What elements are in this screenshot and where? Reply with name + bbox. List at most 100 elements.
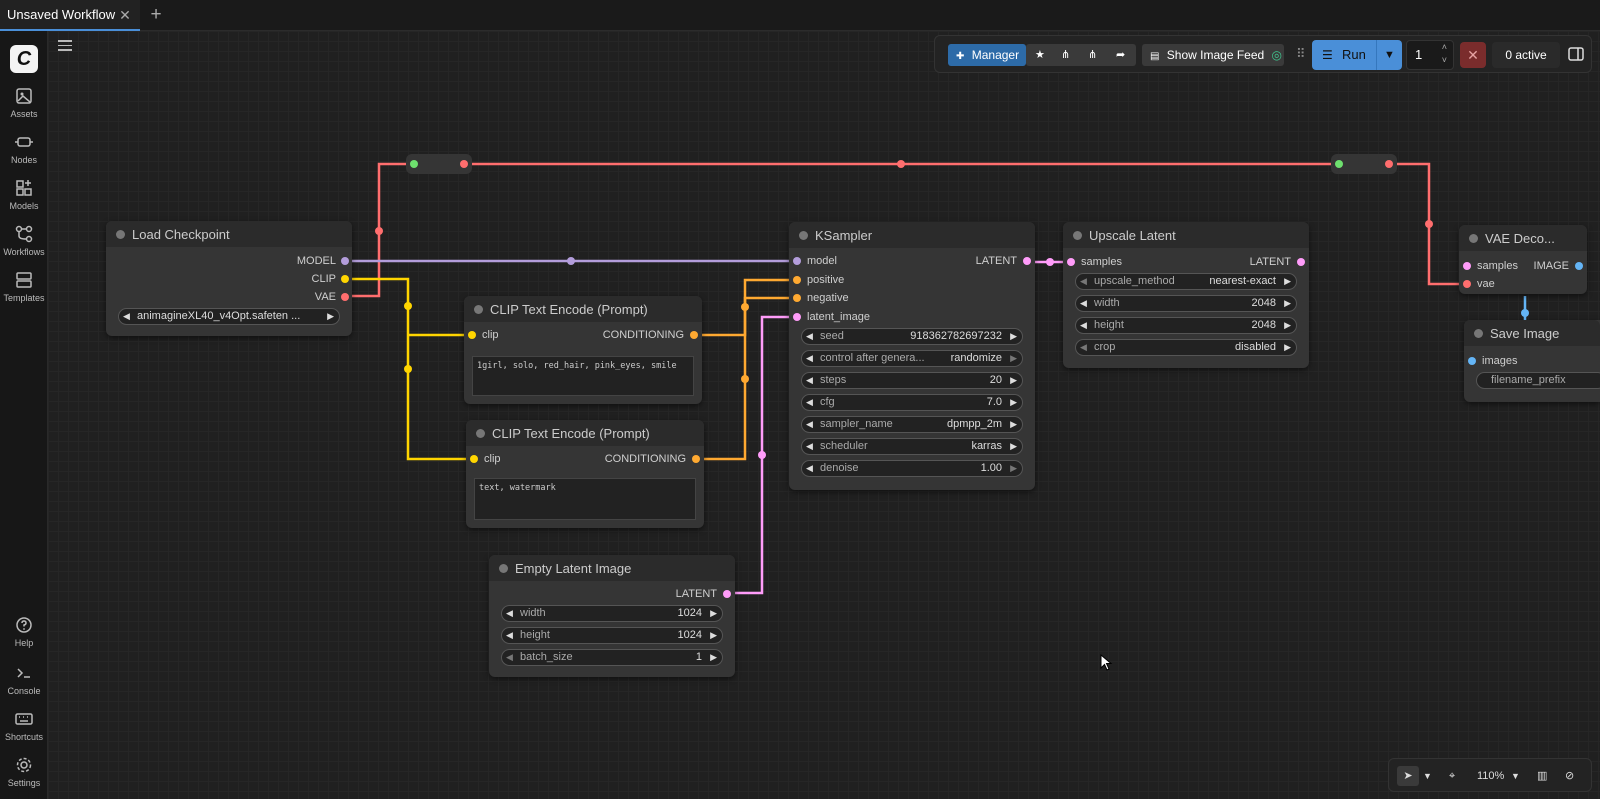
arrow-left-icon[interactable]: ◀ <box>1080 276 1087 286</box>
upscale-method-combo[interactable]: ◀ upscale_method nearest-exact ▶ <box>1075 273 1297 290</box>
sidebar-item-shortcuts[interactable]: Shortcuts <box>0 709 48 753</box>
arrow-left-icon[interactable]: ◀ <box>806 419 813 429</box>
node-title[interactable]: CLIP Text Encode (Prompt) <box>464 296 702 322</box>
denoise-stepper[interactable]: ◀ denoise 1.00 ▶ <box>801 460 1023 477</box>
input-latent-image-dot[interactable] <box>793 313 801 321</box>
prompt-text-positive[interactable]: 1girl, solo, red_hair, pink_eyes, smile <box>472 356 694 396</box>
sidebar-item-nodes[interactable]: Nodes <box>0 132 48 176</box>
arrow-right-icon[interactable]: ▶ <box>1010 441 1017 451</box>
reroute-output-dot[interactable] <box>460 160 468 168</box>
arrow-left-icon[interactable]: ◀ <box>506 630 513 640</box>
arrow-right-icon[interactable]: ▶ <box>710 652 717 662</box>
output-conditioning-dot[interactable] <box>692 455 700 463</box>
node-load-checkpoint[interactable]: Load Checkpoint MODEL CLIP VAE ◀ animagi… <box>106 221 352 336</box>
chevron-down-icon[interactable]: ˅ <box>1441 55 1447 65</box>
output-clip-dot[interactable] <box>341 275 349 283</box>
plus-icon[interactable]: + <box>150 4 162 25</box>
manager-button[interactable]: ✚ Manager <box>948 44 1026 66</box>
arrow-right-icon[interactable]: ▶ <box>710 608 717 618</box>
batch-size-stepper[interactable]: ◀ batch_size 1 ▶ <box>501 649 723 666</box>
node-title[interactable]: CLIP Text Encode (Prompt) <box>466 420 704 446</box>
arrow-right-icon[interactable]: ▶ <box>1284 298 1291 308</box>
arrow-right-icon[interactable]: ▶ <box>1010 463 1017 473</box>
arrow-left-icon[interactable]: ◀ <box>123 311 130 321</box>
arrow-right-icon[interactable]: ▶ <box>1010 397 1017 407</box>
comfy-logo[interactable]: C <box>10 45 38 73</box>
node-upscale-latent[interactable]: Upscale Latent samples LATENT ◀ upscale_… <box>1063 222 1309 368</box>
arrow-left-icon[interactable]: ◀ <box>1080 320 1087 330</box>
arrow-right-icon[interactable]: ▶ <box>1284 342 1291 352</box>
sidebar-item-models[interactable]: Models <box>0 178 48 222</box>
node-title[interactable]: Load Checkpoint <box>106 221 352 247</box>
node-ksampler[interactable]: KSampler model LATENT positive negative … <box>789 222 1035 490</box>
panel-toggle-icon[interactable] <box>1566 44 1586 64</box>
output-conditioning-dot[interactable] <box>690 331 698 339</box>
share-icon[interactable]: ➦ <box>1116 49 1126 61</box>
cfg-stepper[interactable]: ◀ cfg 7.0 ▶ <box>801 394 1023 411</box>
node-title[interactable]: Save Image <box>1464 320 1600 346</box>
active-queue-button[interactable]: 0 active <box>1492 42 1560 68</box>
steps-stepper[interactable]: ◀ steps 20 ▶ <box>801 372 1023 389</box>
input-clip-dot[interactable] <box>468 331 476 339</box>
arrow-right-icon[interactable]: ▶ <box>1010 375 1017 385</box>
reroute-output-dot[interactable] <box>1385 160 1393 168</box>
zoom-level[interactable]: 110% <box>1477 770 1505 782</box>
nodes-tree-icon[interactable]: ⋔ <box>1061 49 1071 61</box>
arrow-right-icon[interactable]: ▶ <box>710 630 717 640</box>
queue-count-input[interactable]: 1 ˄ ˅ <box>1406 40 1454 70</box>
arrow-left-icon[interactable]: ◀ <box>806 353 813 363</box>
ckpt-name-combo[interactable]: ◀ animagineXL40_v4Opt.safeten ... ▶ <box>118 308 340 325</box>
input-model-dot[interactable] <box>793 257 801 265</box>
fit-view-icon[interactable]: ⌖ <box>1449 770 1456 782</box>
minimap-icon[interactable]: ▥ <box>1537 770 1548 782</box>
input-clip-dot[interactable] <box>470 455 478 463</box>
output-model-dot[interactable] <box>341 257 349 265</box>
output-latent-dot[interactable] <box>1023 257 1031 265</box>
arrow-left-icon[interactable]: ◀ <box>806 463 813 473</box>
show-image-feed-button[interactable]: ▤ Show Image Feed ◎ <box>1142 44 1284 66</box>
arrow-left-icon[interactable]: ◀ <box>806 375 813 385</box>
upscale-width-stepper[interactable]: ◀ width 2048 ▶ <box>1075 295 1297 312</box>
sidebar-item-templates[interactable]: Templates <box>0 270 48 314</box>
arrow-left-icon[interactable]: ◀ <box>1080 298 1087 308</box>
pointer-icon[interactable]: ➤ <box>1397 766 1419 786</box>
arrow-right-icon[interactable]: ▶ <box>1010 331 1017 341</box>
sidebar-item-console[interactable]: Console <box>0 663 48 707</box>
star-icon[interactable]: ★ <box>1035 49 1045 61</box>
node-clip-text-encode-positive[interactable]: CLIP Text Encode (Prompt) clip CONDITION… <box>464 296 702 404</box>
output-image-dot[interactable] <box>1575 262 1583 270</box>
arrow-right-icon[interactable]: ▶ <box>1284 276 1291 286</box>
input-negative-dot[interactable] <box>793 294 801 302</box>
filename-prefix-input[interactable]: filename_prefix <box>1476 372 1600 389</box>
node-title[interactable]: Empty Latent Image <box>489 555 735 581</box>
reroute-input-dot[interactable] <box>410 160 418 168</box>
nodes-missing-icon[interactable]: ⋔ <box>1088 49 1098 61</box>
chevron-down-icon[interactable]: ▼ <box>1511 771 1520 781</box>
hide-links-icon[interactable]: ⊘ <box>1565 770 1575 782</box>
node-title[interactable]: Upscale Latent <box>1063 222 1309 248</box>
scheduler-combo[interactable]: ◀ scheduler karras ▶ <box>801 438 1023 455</box>
arrow-left-icon[interactable]: ◀ <box>806 397 813 407</box>
chevron-down-icon[interactable]: ▼ <box>1423 771 1432 781</box>
sidebar-item-workflows[interactable]: Workflows <box>0 224 48 268</box>
output-latent-dot[interactable] <box>723 590 731 598</box>
reroute-node-1[interactable] <box>406 154 472 174</box>
input-positive-dot[interactable] <box>793 276 801 284</box>
width-stepper[interactable]: ◀ width 1024 ▶ <box>501 605 723 622</box>
cancel-button[interactable]: ✕ <box>1460 42 1486 68</box>
run-button[interactable]: ☰ Run ▼ <box>1312 40 1402 70</box>
chevron-up-icon[interactable]: ˄ <box>1441 42 1447 52</box>
seed-stepper[interactable]: ◀ seed 918362782697232 ▶ <box>801 328 1023 345</box>
drag-handle-icon[interactable]: ⠿ <box>1296 46 1306 61</box>
upscale-height-stepper[interactable]: ◀ height 2048 ▶ <box>1075 317 1297 334</box>
chevron-down-icon[interactable]: ▼ <box>1376 40 1402 70</box>
input-samples-dot[interactable] <box>1463 262 1471 270</box>
input-images-dot[interactable] <box>1468 357 1476 365</box>
node-clip-text-encode-negative[interactable]: CLIP Text Encode (Prompt) clip CONDITION… <box>466 420 704 528</box>
node-empty-latent-image[interactable]: Empty Latent Image LATENT ◀ width 1024 ▶… <box>489 555 735 677</box>
node-save-image[interactable]: Save Image images filename_prefix <box>1464 320 1600 402</box>
reroute-node-2[interactable] <box>1331 154 1397 174</box>
node-title[interactable]: VAE Deco... <box>1459 225 1587 251</box>
prompt-text-negative[interactable]: text, watermark <box>474 478 696 520</box>
input-samples-dot[interactable] <box>1067 258 1075 266</box>
